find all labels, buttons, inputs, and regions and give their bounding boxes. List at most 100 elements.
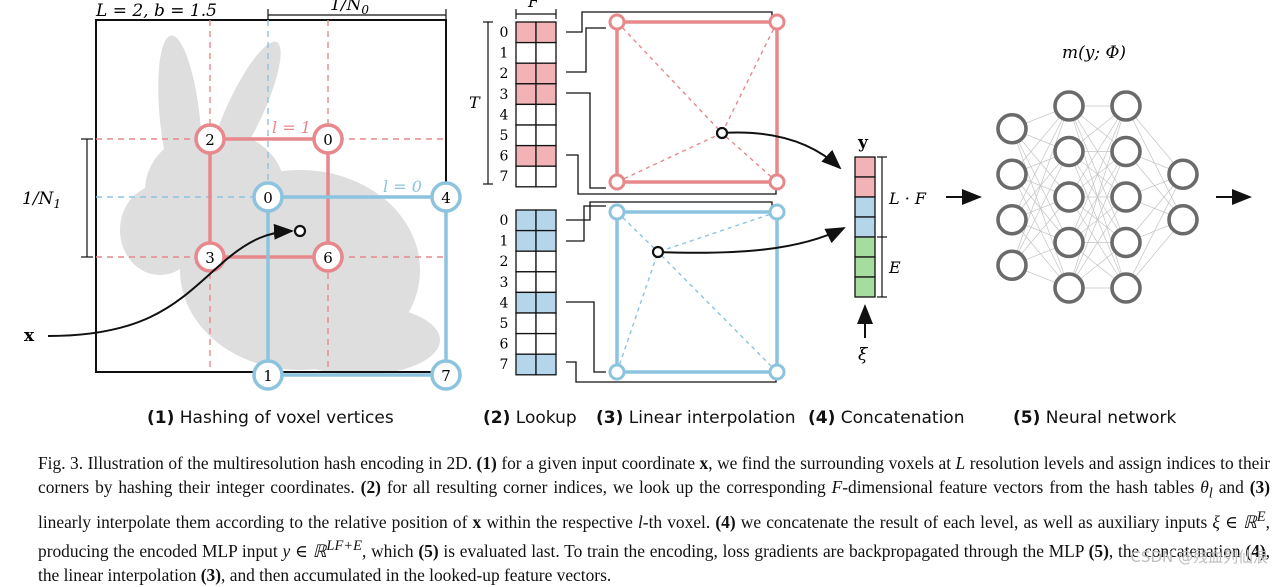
mlp-edge (1068, 105, 1127, 198)
watermark: CSDN @残血列仙浪 (1130, 548, 1268, 566)
table-cell (515, 103, 537, 126)
table-cell (535, 229, 557, 252)
table-index: 4 (500, 107, 509, 123)
table-cell (535, 271, 557, 294)
mlp-edge (1068, 196, 1127, 289)
mlp-node (1053, 181, 1085, 213)
table-cell (515, 271, 537, 294)
mlp-node (996, 203, 1028, 236)
vector-cell (854, 156, 876, 178)
table-cell (535, 165, 557, 188)
level0-label: l = 0 (383, 177, 422, 196)
blue-voxel (266, 195, 448, 377)
n1-dimension (81, 138, 93, 258)
mlp-edges (1011, 105, 1184, 289)
table-cell (535, 83, 557, 106)
svg-text:4: 4 (441, 189, 451, 207)
table-cell (535, 62, 557, 85)
table-cell (535, 312, 557, 335)
mlp-edge (1068, 151, 1127, 289)
svg-text:3: 3 (205, 249, 215, 267)
svg-text:6: 6 (323, 249, 333, 267)
mlp-edge (1011, 105, 1070, 220)
table-cell (535, 353, 557, 376)
table-cell (515, 165, 537, 188)
red-connectors (566, 11, 777, 195)
vector-cell (854, 236, 876, 258)
table-cell (515, 229, 537, 252)
x-label: x (24, 326, 35, 346)
table-cell (535, 250, 557, 273)
panel-5-label: (5) Neural network (1013, 408, 1177, 428)
mlp-edge (1068, 105, 1127, 243)
table-cell (515, 124, 537, 147)
bunny-silhouette (120, 35, 440, 375)
x-point (293, 224, 307, 238)
svg-text:7: 7 (441, 367, 451, 385)
table-cell (515, 62, 537, 85)
table-cell (515, 21, 537, 44)
mlp-node (1110, 226, 1142, 259)
mlp-node (996, 249, 1028, 282)
table-cell (515, 41, 537, 64)
mlp-network (996, 90, 1199, 304)
blue-interp-arrow (657, 227, 846, 254)
mlp-edge (1125, 174, 1184, 289)
table-index: 6 (500, 337, 509, 353)
table-index: 1 (500, 234, 509, 250)
mlp-node (1167, 158, 1199, 191)
red-interp-square (608, 13, 786, 191)
mlp-node (1053, 135, 1085, 168)
red-interp-point (715, 126, 729, 140)
mlp-node (996, 158, 1028, 191)
mlp-node (1110, 90, 1142, 122)
table-cell (515, 291, 537, 314)
svg-text:2: 2 (205, 131, 215, 149)
table-index: 0 (500, 213, 509, 229)
mlp-node (1110, 181, 1142, 213)
table-cell (515, 312, 537, 335)
red-interp-arrow (721, 131, 842, 170)
n0-label: 1/N0 (330, 0, 369, 17)
table-index: 5 (500, 316, 509, 332)
table-cell (535, 103, 557, 126)
red-corners: 2 0 3 6 (194, 123, 344, 273)
table-index: 4 (500, 295, 509, 311)
table-cell (535, 291, 557, 314)
y-label: y (857, 133, 869, 153)
table-index: 2 (500, 254, 509, 270)
table-cell (535, 332, 557, 355)
mlp-node (1110, 272, 1142, 304)
mlp-node (1053, 90, 1085, 122)
table-cell (515, 353, 537, 376)
blue-interp-square (608, 203, 786, 381)
hash-encoding-figure: 1/N0 L = 2, b = 1.5 1/N1 l = 1 l = 0 2 0… (22, 0, 1252, 391)
table-index: 3 (500, 275, 509, 291)
mlp-edge (1011, 105, 1070, 266)
table-F-bracket (515, 9, 557, 19)
mlp-edge (1011, 151, 1070, 266)
panel-4-label: (4) Concatenation (808, 408, 965, 428)
svg-text:0: 0 (263, 189, 273, 207)
svg-text:1: 1 (263, 367, 273, 385)
LF-label: L · F (888, 189, 927, 208)
E-bracket (877, 237, 887, 298)
table-cell (535, 21, 557, 44)
table-index: 6 (500, 149, 509, 165)
mlp-node (996, 112, 1028, 145)
figure-caption: Fig. 3. Illustration of the multiresolut… (38, 453, 1271, 586)
LF-bracket (877, 156, 887, 238)
concat-vector (854, 156, 876, 298)
mlp-label: m(y; Φ) (1062, 43, 1126, 63)
table-index: 1 (500, 46, 509, 62)
panel-3-label: (3) Linear interpolation (596, 408, 796, 428)
mlp-edge (1068, 105, 1127, 289)
table-index: 0 (500, 25, 509, 41)
table-index: 3 (500, 87, 509, 103)
table-index: 2 (500, 66, 509, 82)
table-cell (535, 144, 557, 167)
table-cell (535, 209, 557, 232)
